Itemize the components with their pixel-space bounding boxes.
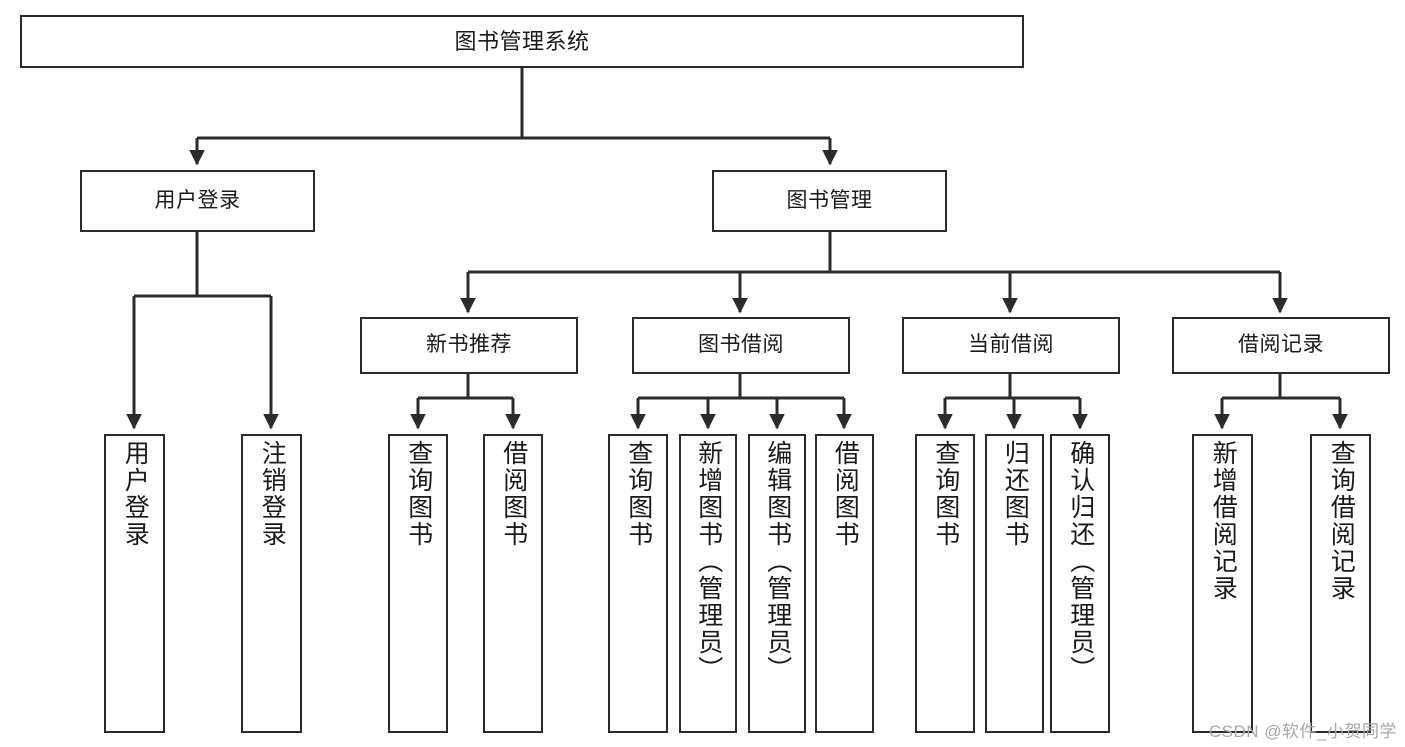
node-borrow-record-label: 借阅记录	[1238, 333, 1324, 357]
watermark-text: CSDN @软件_小贺同学	[1208, 722, 1397, 741]
leaf-confirm-return[interactable]: 确认归还（管理员）	[1050, 434, 1110, 733]
leaf-return-book[interactable]: 归还图书	[985, 434, 1044, 733]
node-new-book-recommend[interactable]: 新书推荐	[360, 317, 578, 374]
leaf-query-book-3-label: 查询图书	[931, 440, 960, 548]
leaf-borrow-book-1-label: 借阅图书	[499, 440, 528, 548]
node-borrow-record[interactable]: 借阅记录	[1172, 317, 1390, 374]
node-book-management-label: 图书管理	[786, 188, 873, 212]
leaf-user-login[interactable]: 用户登录	[104, 434, 165, 733]
leaf-add-book[interactable]: 新增图书（管理员）	[679, 434, 737, 733]
leaf-query-record[interactable]: 查询借阅记录	[1310, 434, 1371, 733]
leaf-query-book-1[interactable]: 查询图书	[388, 434, 448, 733]
leaf-query-book-2-label: 查询图书	[624, 440, 653, 548]
node-new-book-recommend-label: 新书推荐	[426, 333, 512, 357]
leaf-edit-book-label: 编辑图书（管理员）	[763, 440, 792, 683]
node-user-login[interactable]: 用户登录	[80, 170, 315, 232]
leaf-add-book-label: 新增图书（管理员）	[694, 440, 723, 683]
node-root-label: 图书管理系统	[454, 28, 590, 54]
leaf-query-book-1-label: 查询图书	[404, 440, 433, 548]
leaf-logout-login-label: 注销登录	[258, 440, 287, 548]
node-current-borrow-label: 当前借阅	[968, 333, 1054, 357]
node-book-management[interactable]: 图书管理	[712, 170, 947, 232]
leaf-query-book-3[interactable]: 查询图书	[915, 434, 975, 733]
leaf-borrow-book-1[interactable]: 借阅图书	[483, 434, 543, 733]
leaf-query-book-2[interactable]: 查询图书	[608, 434, 668, 733]
node-book-borrow[interactable]: 图书借阅	[632, 317, 850, 374]
leaf-add-record-label: 新增借阅记录	[1209, 440, 1238, 602]
leaf-borrow-book-2[interactable]: 借阅图书	[815, 434, 874, 733]
node-user-login-label: 用户登录	[154, 188, 241, 212]
leaf-logout-login[interactable]: 注销登录	[241, 434, 302, 733]
leaf-query-record-label: 查询借阅记录	[1327, 440, 1356, 602]
leaf-add-record[interactable]: 新增借阅记录	[1192, 434, 1253, 733]
leaf-edit-book[interactable]: 编辑图书（管理员）	[748, 434, 806, 733]
leaf-borrow-book-2-label: 借阅图书	[831, 440, 860, 548]
leaf-confirm-return-label: 确认归还（管理员）	[1066, 440, 1095, 683]
leaf-user-login-label: 用户登录	[121, 440, 150, 548]
node-root[interactable]: 图书管理系统	[20, 15, 1024, 68]
node-book-borrow-label: 图书借阅	[698, 333, 784, 357]
leaf-return-book-label: 归还图书	[1001, 440, 1030, 548]
node-current-borrow[interactable]: 当前借阅	[902, 317, 1120, 374]
